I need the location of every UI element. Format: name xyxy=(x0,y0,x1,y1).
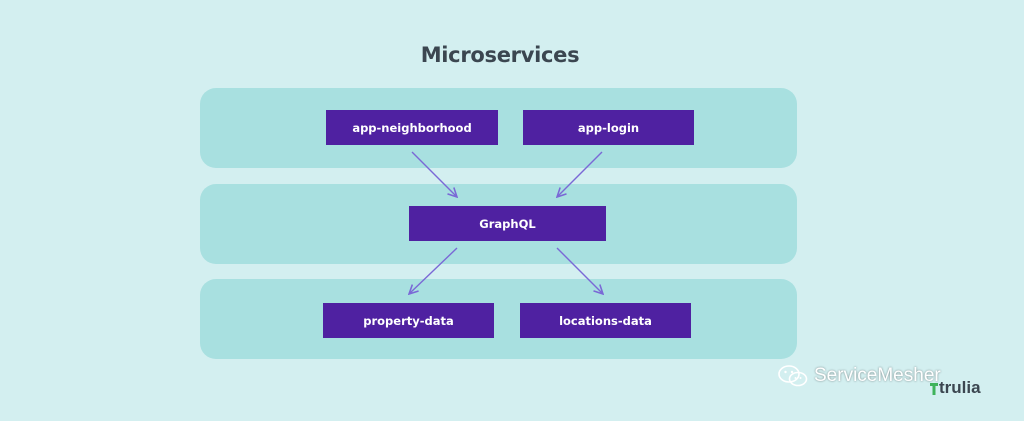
diagram-title: Microservices xyxy=(420,43,580,67)
watermark: ServiceMesher xyxy=(778,364,941,388)
node-app-neighborhood: app-neighborhood xyxy=(326,110,498,145)
watermark-text: ServiceMesher xyxy=(814,365,941,386)
layer-data xyxy=(200,279,797,359)
node-graphql: GraphQL xyxy=(409,206,606,241)
layer-frontend xyxy=(200,88,797,168)
brand-name: trulia xyxy=(939,378,981,397)
trulia-logo-icon xyxy=(930,383,938,395)
node-property-data: property-data xyxy=(323,303,494,338)
wechat-icon xyxy=(778,365,808,387)
node-locations-data: locations-data xyxy=(520,303,691,338)
brand-logo: trulia xyxy=(930,378,981,398)
node-app-login: app-login xyxy=(523,110,694,145)
